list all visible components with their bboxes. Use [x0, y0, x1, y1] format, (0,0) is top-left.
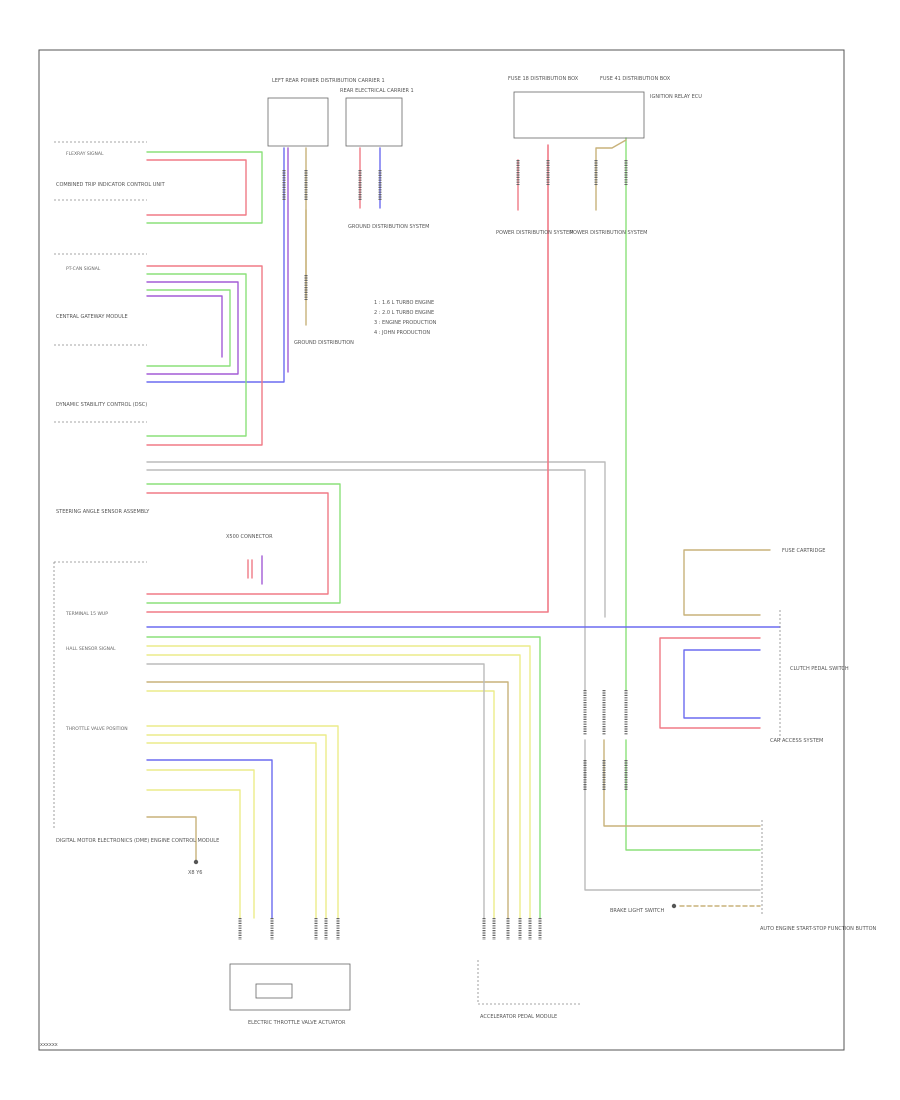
- right-rear-unit-box: [267, 97, 329, 147]
- wires: [146, 137, 781, 919]
- wire-purple-2: [146, 281, 239, 375]
- ignition-relay-label: IGNITION RELAY ECU: [650, 94, 702, 100]
- wire-can-label: PT-CAN SIGNAL: [66, 266, 101, 272]
- wire-hall-label: HALL SENSOR SIGNAL: [66, 646, 116, 652]
- throttle-motor: [255, 983, 293, 999]
- wire-grey-1: [146, 461, 606, 618]
- wire-grey-3: [584, 739, 761, 891]
- brake-switch-node: [671, 903, 677, 909]
- ground-1-label: GROUND DISTRIBUTION SYSTEM: [348, 224, 429, 230]
- components: LEFT REAR POWER DISTRIBUTION CARRIER 1 R…: [53, 76, 877, 1026]
- fuse-panel-1-label: FUSE 18 DISTRIBUTION BOX: [508, 76, 579, 82]
- fuse-panel-2-label: FUSE 41 DISTRIBUTION BOX: [600, 76, 671, 82]
- wire-green-loop-1: [146, 151, 263, 224]
- legend-item-4: 4 : JOHN PRODUCTION: [374, 330, 430, 336]
- diagram-frame: [38, 49, 845, 1051]
- wire-yellow-th-4: [146, 769, 255, 919]
- clutch-switch-label: CLUTCH PEDAL SWITCH: [790, 666, 849, 672]
- steering-angle-label: STEERING ANGLE SENSOR ASSEMBLY: [56, 509, 150, 515]
- wire-yellow-hall-1: [146, 645, 531, 919]
- fuel-label: FUSE CARTRIDGE: [782, 548, 825, 554]
- auto-engine-label: AUTO ENGINE START-STOP FUNCTION BUTTON: [760, 926, 877, 932]
- electronic-throttle-label: ELECTRIC THROTTLE VALVE ACTUATOR: [248, 1020, 346, 1026]
- wire-red-gate: [247, 559, 253, 579]
- dme-label: DIGITAL MOTOR ELECTRONICS (DME) ENGINE C…: [56, 838, 219, 844]
- relay-box-label: REAR ELECTRICAL CARRIER 1: [340, 88, 414, 94]
- wire-blue-th: [146, 759, 273, 919]
- wire-yellow-th-2: [146, 734, 327, 919]
- ground-2-label: GROUND DISTRIBUTION: [294, 340, 354, 346]
- ground-x-label: X8 Y6: [188, 870, 202, 876]
- wire-tan-hall: [146, 681, 509, 919]
- wire-throttle-label: THROTTLE VALVE POSITION: [65, 726, 128, 732]
- wire-grey-2: [146, 469, 586, 691]
- wire-tan-2: [603, 739, 761, 827]
- relay-box-rect: [345, 97, 403, 147]
- wire-darkred-1: [146, 144, 549, 613]
- dsc-label: DYNAMIC STABILITY CONTROL (DSC): [56, 402, 147, 408]
- wire-yellow-hall-3: [146, 690, 495, 919]
- legend-item-2: 2 : 2.0 L TURBO ENGINE: [374, 310, 434, 316]
- wire-yellow-hall-2: [146, 654, 521, 919]
- wire-red-2: [146, 265, 263, 446]
- fuse-panel-box: [513, 91, 645, 139]
- accelerator-pedal-label: ACCELERATOR PEDAL MODULE: [480, 1014, 557, 1020]
- right-rear-unit-label: LEFT REAR POWER DISTRIBUTION CARRIER 1: [272, 78, 385, 84]
- brake-light-label: BRAKE LIGHT SWITCH: [610, 908, 665, 914]
- power-dist-2-label: POWER DISTRIBUTION SYSTEM: [570, 230, 647, 236]
- ground-node: [193, 859, 199, 865]
- wire-flexray-label: FLEXRAY SIGNAL: [66, 151, 104, 157]
- wire-green-hall: [146, 636, 541, 919]
- legend: 1 : 1.6 L TURBO ENGINE 2 : 2.0 L TURBO E…: [374, 300, 437, 336]
- wire-green-4: [146, 483, 341, 604]
- wire-blue-clutch: [683, 649, 761, 719]
- wire-blue-1: [146, 147, 285, 383]
- wire-tan-clutch: [683, 549, 771, 616]
- wire-purple-3: [146, 295, 223, 358]
- wire-yellow-th-1: [146, 725, 339, 919]
- legend-item-3: 3 : ENGINE PRODUCTION: [374, 320, 437, 326]
- wire-red-clutch: [659, 637, 761, 729]
- wire-green-2: [146, 273, 247, 437]
- power-dist-1-label: POWER DISTRIBUTION SYSTEM: [496, 230, 573, 236]
- wire-grey-hall: [146, 663, 485, 919]
- wire-olive-1: [595, 139, 627, 211]
- wire-red-loop-1: [146, 159, 247, 216]
- central-gateway-label: CENTRAL GATEWAY MODULE: [56, 314, 128, 320]
- wire-red-3: [146, 492, 329, 595]
- wire-yellow-th-3: [146, 742, 317, 919]
- wire-tan-ground: [146, 816, 197, 861]
- gateway-connector-label: X500 CONNECTOR: [226, 534, 273, 540]
- wire-green-6: [625, 739, 761, 851]
- legend-item-1: 1 : 1.6 L TURBO ENGINE: [374, 300, 434, 306]
- wire-terminal-label: TERMINAL 15 WUP: [65, 611, 108, 617]
- combined-trip-label: COMBINED TRIP INDICATOR CONTROL UNIT: [56, 182, 166, 188]
- diagram-id: xxxxxx: [40, 1042, 58, 1048]
- wire-green-3: [146, 289, 231, 367]
- connectors: [238, 160, 628, 940]
- electronic-throttle-box: [229, 963, 351, 1011]
- car-access-label: CAR ACCESS SYSTEM: [770, 738, 823, 744]
- wire-yellow-th-5: [146, 789, 241, 919]
